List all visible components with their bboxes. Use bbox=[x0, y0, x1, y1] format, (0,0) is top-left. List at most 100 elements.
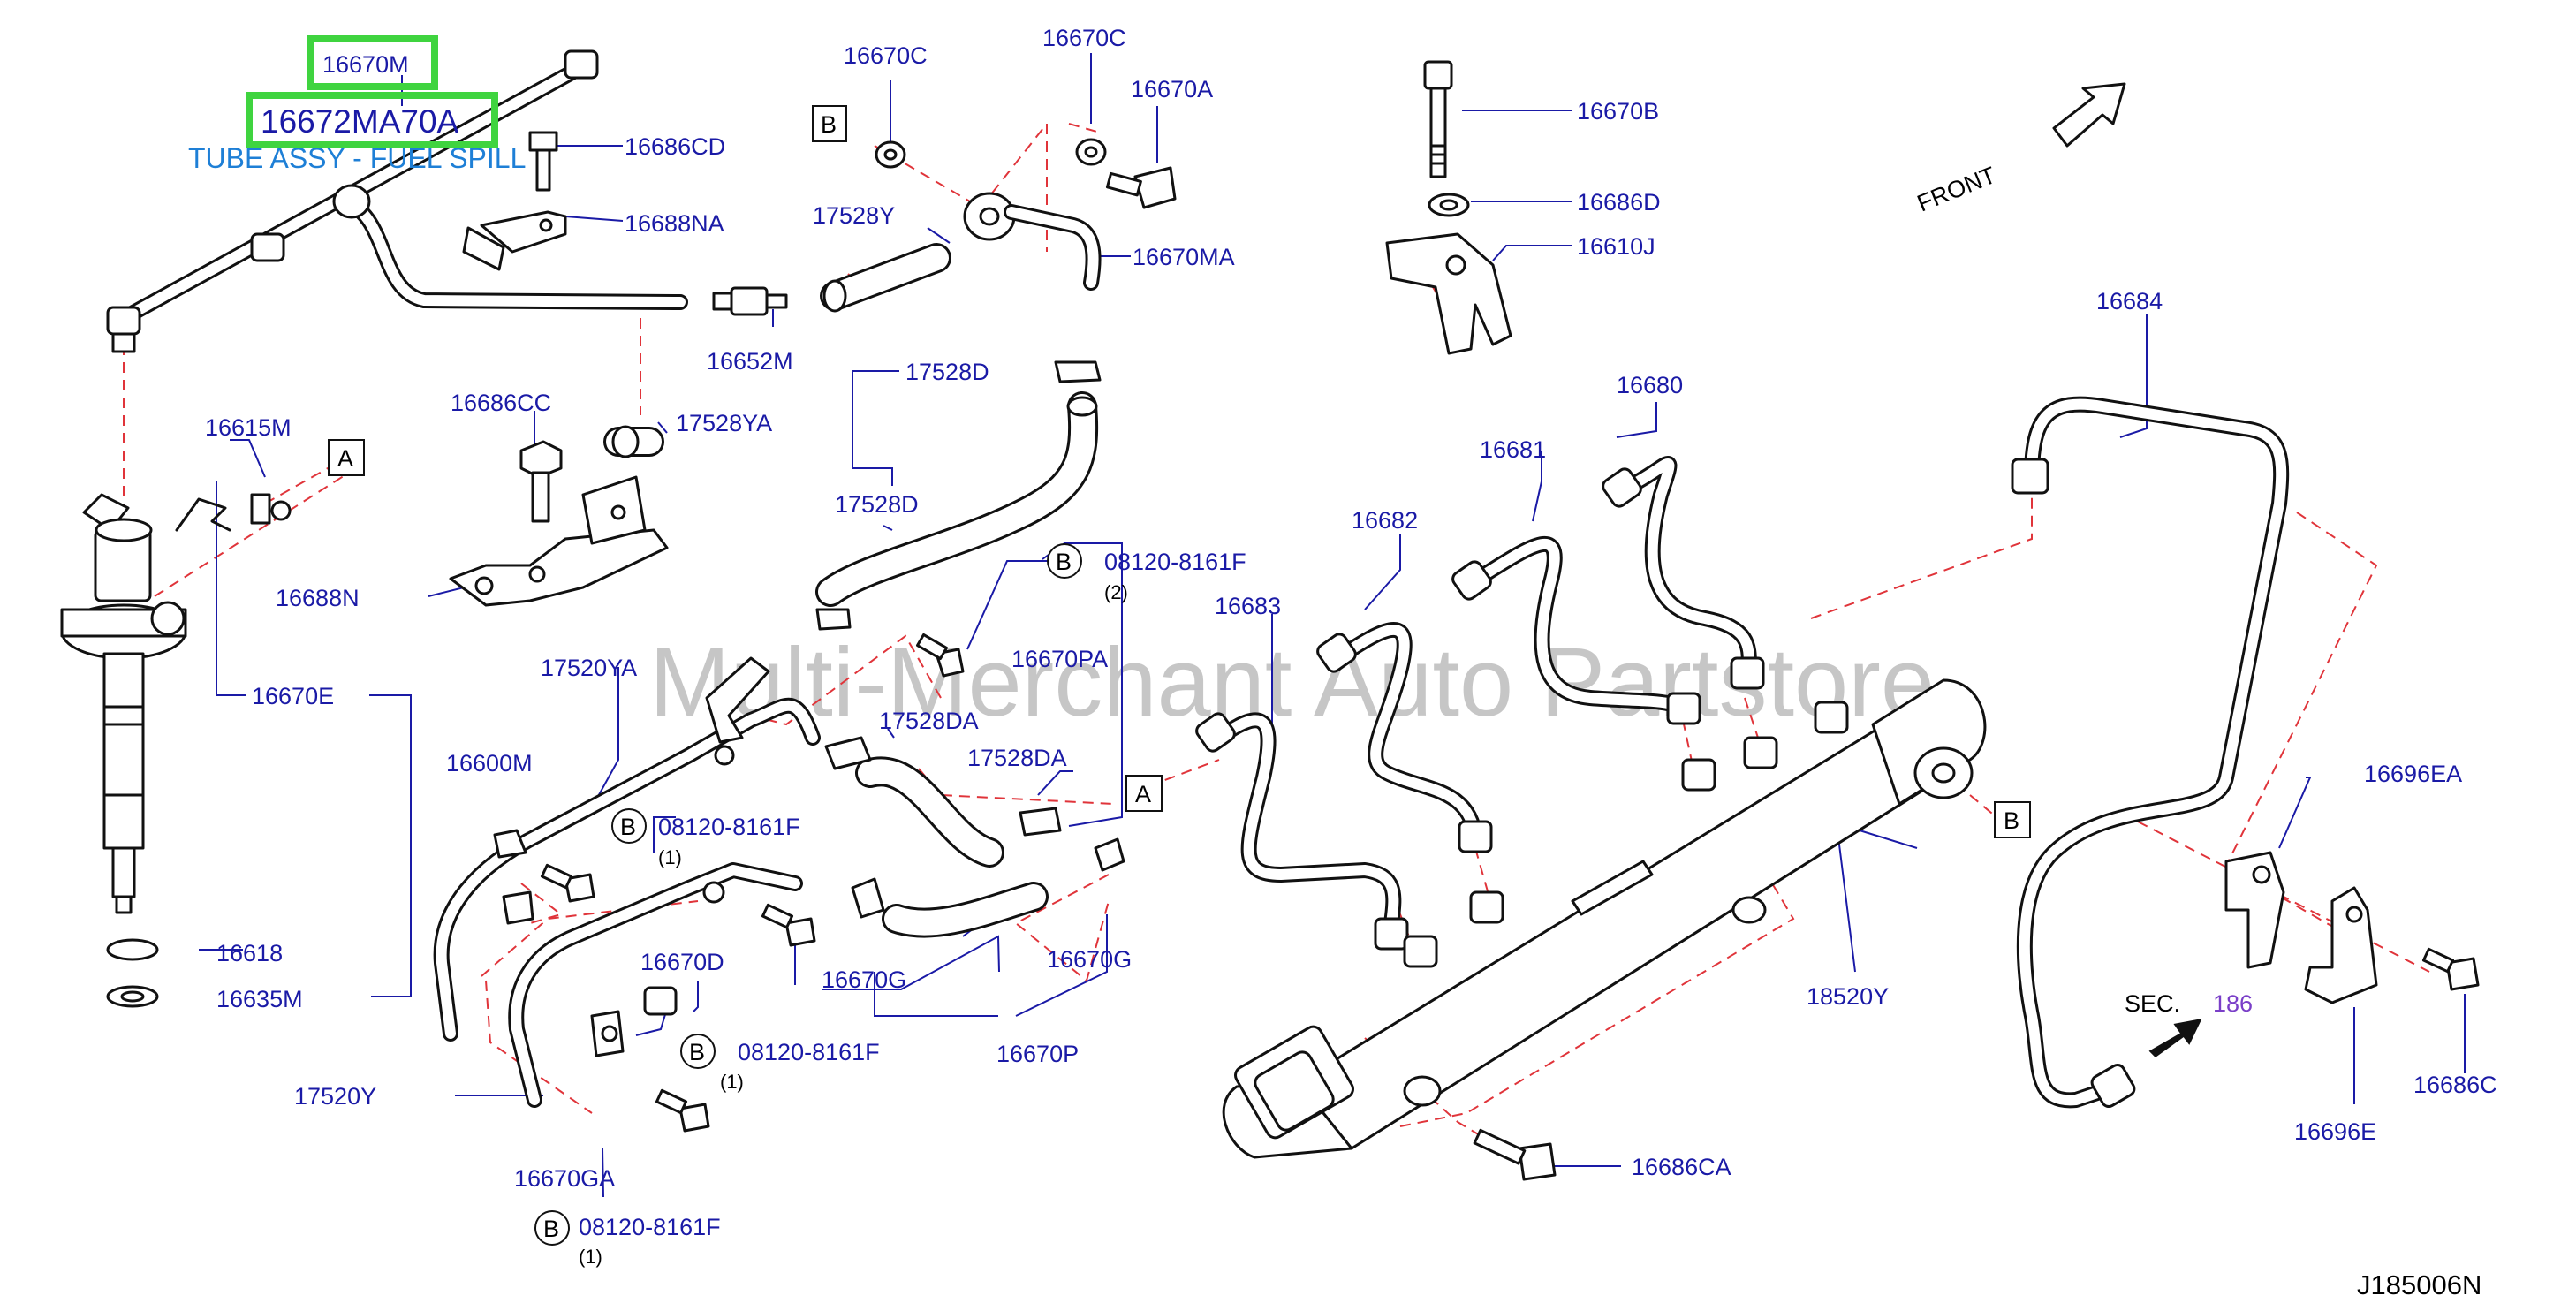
pipe-nut bbox=[1602, 467, 1642, 508]
bolt-shank bbox=[535, 148, 551, 192]
rail-port bbox=[1403, 935, 1438, 968]
bolt-shank bbox=[1105, 171, 1142, 197]
circled-b-icon: B bbox=[611, 808, 647, 844]
ref-box-a-label: A bbox=[337, 445, 353, 472]
clamp-hole bbox=[601, 1025, 618, 1042]
ref-box-b-label: B bbox=[821, 111, 837, 138]
part-label-17520Y: 17520Y bbox=[294, 1083, 376, 1110]
bolt-head bbox=[1133, 166, 1177, 209]
pipe-nut bbox=[1458, 820, 1493, 853]
bolt-qty-label: (1) bbox=[579, 1246, 602, 1268]
pipe-nut bbox=[2090, 1063, 2136, 1109]
ref-box-a bbox=[328, 439, 365, 476]
part-label-16600M: 16600M bbox=[446, 750, 533, 777]
bracket-hole bbox=[528, 565, 546, 583]
dashed-line bbox=[1014, 874, 1110, 982]
hose-clamp bbox=[1094, 837, 1125, 872]
part-label-17528Y: 17528Y bbox=[813, 202, 895, 229]
leader-line bbox=[230, 439, 266, 478]
valve-body bbox=[730, 286, 769, 316]
ref-box-b bbox=[1994, 801, 2031, 838]
bolt-qty-label: (2) bbox=[1104, 581, 1128, 603]
washer-hole bbox=[120, 990, 145, 1003]
part-label-16670D: 16670D bbox=[640, 949, 724, 975]
leader-line bbox=[822, 935, 1000, 990]
dashed-line bbox=[1148, 759, 1220, 787]
pipe-body-inner bbox=[1214, 715, 1399, 928]
tube-bracket bbox=[705, 656, 770, 744]
bracket-hole bbox=[610, 504, 626, 520]
leader-line bbox=[564, 216, 624, 222]
leader-line bbox=[927, 227, 951, 244]
bolt-shank bbox=[2421, 947, 2455, 974]
hose-body-inner bbox=[858, 759, 1002, 865]
hose-17528DA bbox=[824, 736, 1062, 868]
dashed-line bbox=[2224, 512, 2378, 937]
bracket-16696E bbox=[2304, 886, 2378, 1004]
hose-17528Y bbox=[820, 243, 951, 313]
pipe-nut bbox=[1666, 692, 1701, 725]
part-label-16688N: 16688N bbox=[276, 585, 360, 611]
ref-box-b bbox=[812, 105, 847, 142]
return-tube-17520YA bbox=[433, 656, 821, 1042]
bolt-qty-label: (1) bbox=[720, 1071, 744, 1093]
part-label-16670G: 16670G bbox=[822, 966, 906, 993]
part-label-17528D: 17528D bbox=[905, 359, 989, 385]
tube-body-inner bbox=[436, 700, 818, 1039]
part-label-16688NA: 16688NA bbox=[625, 210, 724, 237]
bracket-hole bbox=[539, 218, 553, 232]
dashed-line bbox=[874, 121, 1048, 252]
hose-end bbox=[1066, 396, 1098, 417]
bolt-16686CC-shank bbox=[531, 471, 550, 523]
highlight-box-16670M bbox=[307, 35, 438, 90]
part-label-16696EA: 16696EA bbox=[2364, 761, 2462, 787]
hose-body-inner bbox=[822, 246, 949, 308]
spill-tube-cap-neck bbox=[111, 332, 136, 353]
banjo-tube-inner bbox=[1006, 207, 1099, 288]
leader-line bbox=[2119, 314, 2148, 438]
part-label-16670B: 16670B bbox=[1577, 98, 1659, 125]
pipe-nut bbox=[1451, 560, 1492, 601]
fuel-rail-18520Y bbox=[1222, 678, 1987, 1159]
leader-line bbox=[653, 816, 676, 853]
leader-line bbox=[1837, 830, 1856, 973]
pipe-body bbox=[1211, 712, 1402, 931]
bolt-head bbox=[1518, 1142, 1557, 1181]
injector-nozzle-body bbox=[102, 652, 145, 850]
hose-clamp bbox=[1019, 807, 1062, 837]
spacer-16670D bbox=[643, 986, 678, 1016]
bolt-16670B bbox=[1423, 60, 1453, 178]
bolt-16670A bbox=[1105, 166, 1177, 209]
injector-tip-end bbox=[115, 895, 133, 914]
circled-b-letter: B bbox=[620, 814, 636, 840]
injector-top bbox=[95, 518, 153, 542]
part-label-16618: 16618 bbox=[216, 940, 283, 966]
fuel-spill-tube-assembly bbox=[106, 49, 688, 353]
injector-tip bbox=[111, 846, 136, 898]
part-label-16696E: 16696E bbox=[2294, 1118, 2376, 1145]
circled-b-letter: B bbox=[543, 1216, 559, 1242]
rail-port bbox=[1743, 736, 1778, 769]
part-label-16670M: 16670M bbox=[322, 51, 409, 78]
part-label-16680: 16680 bbox=[1617, 372, 1683, 398]
spill-tube-joint bbox=[332, 184, 371, 219]
part-label-16686CC: 16686CC bbox=[451, 390, 551, 416]
check-valve-16652M bbox=[712, 286, 788, 316]
valve-end bbox=[712, 292, 733, 311]
part-label-16635M: 16635M bbox=[216, 986, 303, 1012]
leader-line bbox=[887, 728, 895, 739]
section-number[interactable]: 186 bbox=[2213, 990, 2253, 1017]
part-label-16681: 16681 bbox=[1480, 436, 1546, 463]
part-label-16686CA: 16686CA bbox=[1632, 1154, 1731, 1180]
part-description: TUBE ASSY - FUEL SPILL bbox=[188, 142, 526, 174]
bolt-head bbox=[784, 917, 816, 947]
bracket-16696EA bbox=[2224, 851, 2285, 969]
part-label-16686CD: 16686CD bbox=[625, 133, 725, 160]
leader-lines bbox=[199, 53, 2466, 1198]
dashed-line bbox=[485, 980, 593, 1114]
dashed-line bbox=[1399, 874, 1795, 1127]
dashed-line bbox=[1810, 495, 2033, 619]
rail-slot bbox=[1571, 860, 1654, 916]
bolt-head bbox=[2445, 957, 2480, 991]
pipe-nut bbox=[1195, 712, 1236, 753]
